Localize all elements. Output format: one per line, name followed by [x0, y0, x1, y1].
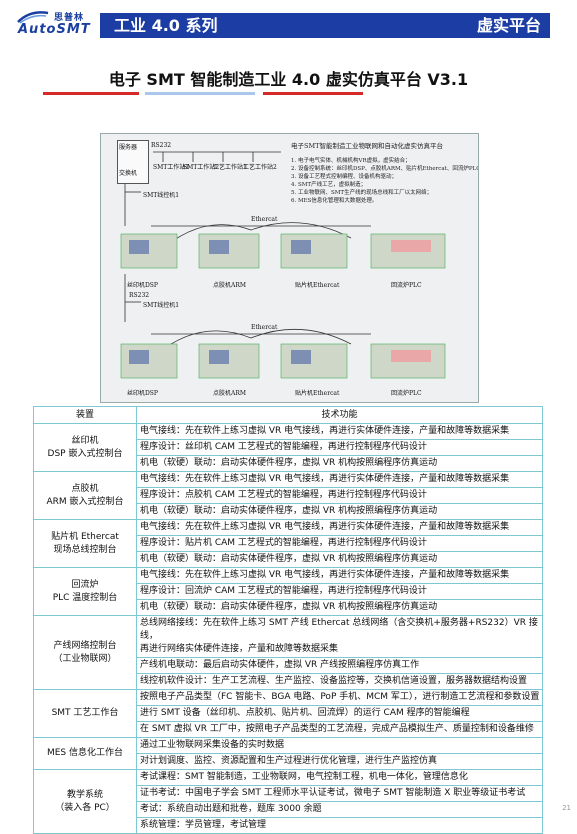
function-cell: 证书考试：中国电子学会 SMT 工程师水平认证考试，微电子 SMT 智能制造 X…	[136, 785, 543, 802]
label-reflow-plc-upper: 回流炉PLC	[391, 282, 422, 289]
label-reflow-plc-lower: 回流炉PLC	[391, 390, 422, 397]
device-cell: 产线网络控制台 （工业物联网）	[33, 615, 137, 690]
label-dispenser-arm-lower: 点胶机ARM	[213, 390, 246, 397]
function-cell: 程序设计：贴片机 CAM 工艺程式的智能编程，再进行控制程序代码设计	[136, 535, 543, 552]
series-banner	[100, 13, 550, 38]
function-cell: 机电（软硬）联动：启动实体硬件程序，虚拟 VR 机构按照编程序仿真运动	[136, 455, 543, 472]
spec-table-body: 丝印机 DSP 嵌入式控制台电气接线：先在软件上练习虚拟 VR 电气接线，再进行…	[33, 423, 543, 834]
function-cell: 考试课程：SMT 智能制造，工业物联网，电气控制工程，机电一体化，管理信息化	[136, 769, 543, 786]
device-cell: SMT 工艺工作台	[33, 689, 137, 738]
workstation-3-label: 工艺工作站1	[213, 164, 247, 171]
logo-swoosh-icon	[17, 11, 49, 24]
workstation-4-label: 工艺工作站2	[243, 164, 277, 171]
diagram-note-5: 5. 工业物联网、SMT生产线的现场总线和工厂以太网络；	[291, 190, 433, 196]
server-label: 服务器	[119, 144, 138, 151]
table-row: MES 信息化工作台通过工业物联网采集设备的实时数据	[33, 737, 543, 770]
server-box	[117, 140, 149, 184]
spec-table: 装置 技术功能 丝印机 DSP 嵌入式控制台电气接线：先在软件上练习虚拟 VR …	[33, 406, 543, 834]
logo-chinese-text: 思普林	[54, 13, 85, 23]
logo-english-text: AutoSMT	[18, 22, 91, 37]
device-cell: 点胶机 ARM 嵌入式控制台	[33, 471, 137, 520]
table-row: 产线网络控制台 （工业物联网）总线网络接线：先在软件上练习 SMT 产线 Eth…	[33, 615, 543, 690]
function-cell: 程序设计：点胶机 CAM 工艺程式的智能编程，再进行控制程序代码设计	[136, 487, 543, 504]
table-row: 回流炉 PLC 温度控制台电气接线：先在软件上练习虚拟 VR 电气接线，再进行实…	[33, 567, 543, 616]
workstation-2-label: SMT工作站2	[183, 164, 220, 171]
function-cell: 按照电子产品类型（FC 智能卡、BGA 电路、PoP 手机、MCM 军工），进行…	[136, 689, 543, 706]
line-controller-2-label: SMT线控机1	[143, 302, 180, 309]
label-printer-dsp-lower: 丝印机DSP	[127, 390, 158, 397]
diagram-heading: 电子SMT智能制造工业物联网和自动化虚实仿真平台	[291, 142, 443, 150]
header-device: 装置	[33, 406, 137, 424]
function-cell: 机电（软硬）联动：启动实体硬件程序，虚拟 VR 机构按照编程序仿真运动	[136, 503, 543, 520]
line-controller-1-label: SMT线控机1	[143, 192, 180, 199]
page-header: 思普林 AutoSMT 工业 4.0 系列 虚实平台	[0, 0, 577, 42]
title-underline-red-left	[43, 92, 139, 95]
function-cell: 在 SMT 虚拟 VR 工厂中，按照电子产品类型的工艺流程，完成产品模拟生产、质…	[136, 721, 543, 738]
function-cell: 电气接线：先在软件上练习虚拟 VR 电气接线，再进行实体硬件连接，产量和故障等数…	[136, 567, 543, 584]
page-title: 电子 SMT 智能制造工业 4.0 虚实仿真平台 V3.1	[108, 70, 469, 89]
device-cell: MES 信息化工作台	[33, 737, 137, 770]
diagram-note-3: 3. 设备工艺程式控制编程、设备机构驱动；	[291, 174, 397, 180]
table-row: 点胶机 ARM 嵌入式控制台电气接线：先在软件上练习虚拟 VR 电气接线，再进行…	[33, 471, 543, 520]
rs232-label-mid: RS232	[129, 292, 150, 299]
title-underline-blue	[145, 92, 255, 95]
function-cell: 对计划调度、监控、资源配置和生产过程进行优化管理，进行生产监控仿真	[136, 753, 543, 770]
function-cell: 电气接线：先在软件上练习虚拟 VR 电气接线，再进行实体硬件连接，产量和故障等数…	[136, 471, 543, 488]
table-row: 教学系统 （装入各 PC）考试课程：SMT 智能制造，工业物联网，电气控制工程，…	[33, 769, 543, 834]
diagram-note-4: 4. SMT产线工艺，虚拟制造；	[291, 182, 367, 188]
workstation-1-label: SMT工作站1	[153, 164, 190, 171]
table-row: SMT 工艺工作台按照电子产品类型（FC 智能卡、BGA 电路、PoP 手机、M…	[33, 689, 543, 738]
diagram-connectors	[120, 151, 446, 379]
system-architecture-diagram: 服务器 交换机 RS232 SMT工作站1 SMT工作站2 工艺工作站1 工艺工…	[100, 133, 479, 403]
function-cell: 电气接线：先在软件上练习虚拟 VR 电气接线，再进行实体硬件连接，产量和故障等数…	[136, 423, 543, 440]
device-cell: 回流炉 PLC 温度控制台	[33, 567, 137, 616]
rs232-label-top: RS232	[151, 142, 172, 149]
function-cell: 总线网络接线：先在软件上练习 SMT 产线 Ethercat 总线网络（含交换机…	[136, 615, 543, 658]
device-cell: 贴片机 Ethercat 现场总线控制台	[33, 519, 137, 568]
function-cell: 考试：系统自动出题和批卷，题库 3000 余题	[136, 801, 543, 818]
device-cell: 丝印机 DSP 嵌入式控制台	[33, 423, 137, 472]
category-label: 虚实平台	[476, 16, 541, 35]
switch-label: 交换机	[119, 170, 138, 177]
ethercat-label-lower: Ethercat	[251, 324, 278, 331]
table-row: 贴片机 Ethercat 现场总线控制台电气接线：先在软件上练习虚拟 VR 电气…	[33, 519, 543, 568]
label-dispenser-arm-upper: 点胶机ARM	[213, 282, 246, 289]
diagram-note-1: 1. 电子电气实体、机械机构VR虚拟，虚实结合；	[291, 158, 411, 164]
function-cell: 线控机软件设计：生产工艺流程、生产监控、设备监控等，交换机信道设置，服务器数据结…	[136, 673, 543, 690]
device-cell: 教学系统 （装入各 PC）	[33, 769, 137, 834]
diagram-note-6: 6. MES信息化管理和大数据处理。	[291, 198, 378, 204]
table-header-row: 装置 技术功能	[33, 406, 543, 424]
function-cell: 电气接线：先在软件上练习虚拟 VR 电气接线，再进行实体硬件连接，产量和故障等数…	[136, 519, 543, 536]
ethercat-label-upper: Ethercat	[251, 216, 278, 223]
diagram-note-2: 2. 设备控制系统：丝印机DSP、点胶机ARM、贴片机Ethercat、回流炉P…	[291, 166, 479, 172]
header-function: 技术功能	[136, 406, 543, 424]
function-cell: 机电（软硬）联动：启动实体硬件程序，虚拟 VR 机构按照编程序仿真运动	[136, 599, 543, 616]
brand-logo: 思普林 AutoSMT	[14, 8, 98, 40]
label-printer-dsp-upper: 丝印机DSP	[127, 282, 158, 289]
function-cell: 进行 SMT 设备（丝印机、点胶机、贴片机、回流焊）的运行 CAM 程序的智能编…	[136, 705, 543, 722]
table-row: 丝印机 DSP 嵌入式控制台电气接线：先在软件上练习虚拟 VR 电气接线，再进行…	[33, 423, 543, 472]
series-label: 工业 4.0 系列	[114, 16, 218, 35]
function-cell: 产线机电联动：最后启动实体硬件，虚拟 VR 产线按照编程序仿真工作	[136, 657, 543, 674]
label-placement-ethercat-upper: 贴片机Ethercat	[295, 282, 340, 289]
title-underline-red-right	[263, 92, 363, 95]
function-cell: 程序设计：回流炉 CAM 工艺程式的智能编程，再进行控制程序代码设计	[136, 583, 543, 600]
function-cell: 程序设计：丝印机 CAM 工艺程式的智能编程，再进行控制程序代码设计	[136, 439, 543, 456]
function-cell: 系统管理：学员管理，考试管理	[136, 817, 543, 834]
label-placement-ethercat-lower: 贴片机Ethercat	[295, 390, 340, 397]
page-number: 21	[562, 804, 571, 812]
function-cell: 机电（软硬）联动：启动实体硬件程序，虚拟 VR 机构按照编程序仿真运动	[136, 551, 543, 568]
function-cell: 通过工业物联网采集设备的实时数据	[136, 737, 543, 754]
